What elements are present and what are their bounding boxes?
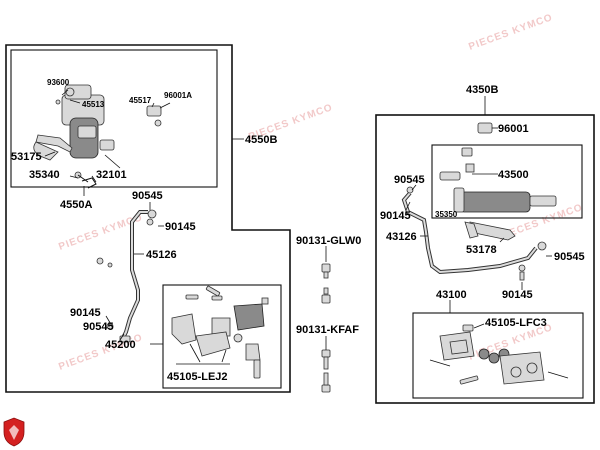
label-90545-c: 90545 <box>394 174 425 186</box>
label-93600: 93600 <box>47 78 70 87</box>
label-43126: 43126 <box>386 231 417 243</box>
label-90145-a: 90145 <box>165 221 196 233</box>
label-4350b: 4350B <box>466 84 498 96</box>
right-brake-hose <box>401 186 547 281</box>
label-90145-b: 90145 <box>70 307 101 319</box>
label-35350: 35350 <box>435 210 458 219</box>
label-45513: 45513 <box>82 100 105 109</box>
label-53175: 53175 <box>11 151 42 163</box>
label-53178: 53178 <box>466 244 497 256</box>
label-45200: 45200 <box>105 339 136 351</box>
label-96001: 96001 <box>498 123 529 135</box>
label-35340: 35340 <box>29 169 60 181</box>
watermark: PIECES KYMCO <box>467 12 554 53</box>
label-4550b: 4550B <box>245 134 277 146</box>
label-45126: 45126 <box>146 249 177 261</box>
leader-lines <box>44 89 552 350</box>
label-4550a: 4550A <box>60 199 92 211</box>
label-43100: 43100 <box>436 289 467 301</box>
left-caliper-box <box>162 284 282 389</box>
label-90545-b: 90545 <box>83 321 114 333</box>
label-45105-lej2: 45105-LEJ2 <box>167 371 228 383</box>
left-caliper-parts <box>171 285 269 379</box>
left-assembly-frame <box>5 44 291 393</box>
banjo-bolt-35340 <box>74 171 89 183</box>
label-90145-d: 90145 <box>502 289 533 301</box>
label-90145-c: 90145 <box>380 210 411 222</box>
label-90545-a: 90545 <box>132 190 163 202</box>
label-90131-glw0: 90131-GLW0 <box>296 235 361 247</box>
right-master-cylinder-box <box>431 144 583 219</box>
right-master-cylinder <box>439 122 557 241</box>
label-90545-d: 90545 <box>554 251 585 263</box>
left-brake-hose <box>96 209 157 343</box>
label-90131-kfaf: 90131-KFAF <box>296 324 359 336</box>
label-43500: 43500 <box>498 169 529 181</box>
label-96001a: 96001A <box>164 91 192 100</box>
mid-bolts-90131-kfaf <box>321 349 331 393</box>
brand-shield-icon <box>3 417 25 447</box>
right-caliper-parts <box>429 324 569 385</box>
label-45517: 45517 <box>129 96 152 105</box>
mid-bolts-90131-glw0 <box>321 263 331 304</box>
label-45105-lfc3: 45105-LFC3 <box>485 317 547 329</box>
right-caliper-box <box>412 312 584 399</box>
pin-32101 <box>81 177 97 189</box>
left-master-cylinder <box>33 84 162 169</box>
left-master-cylinder-box <box>10 49 218 188</box>
label-32101: 32101 <box>96 169 127 181</box>
